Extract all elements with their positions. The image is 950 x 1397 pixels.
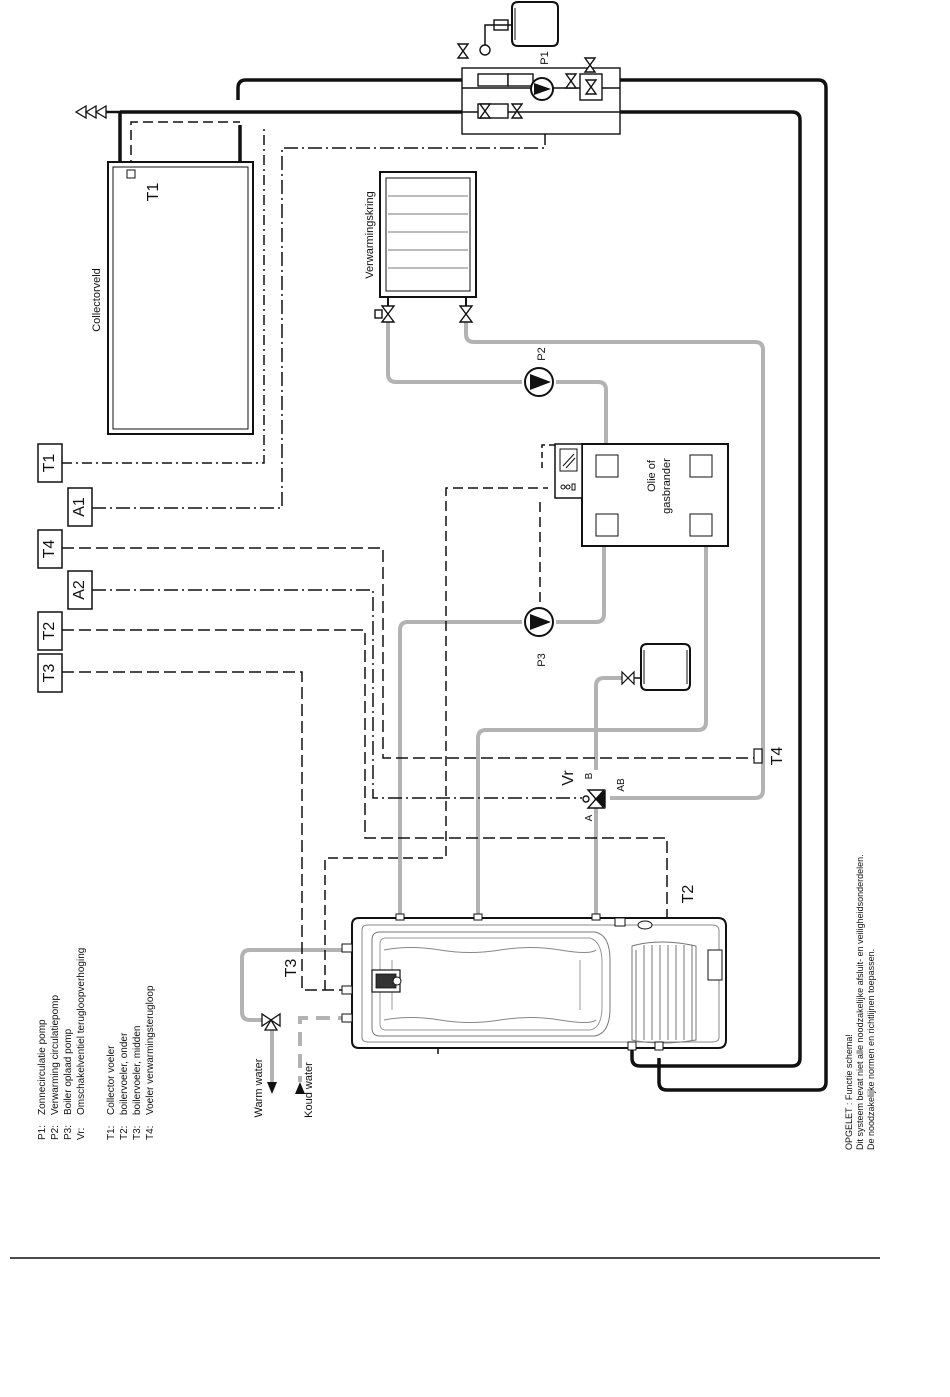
pump-p2	[524, 367, 554, 397]
cold-water-pipe	[298, 1016, 352, 1082]
legend-sensor-text: boilervoeler, midden	[132, 1026, 143, 1116]
legend-pump-key: P3:	[63, 1125, 74, 1140]
svg-text:A2: A2	[71, 580, 88, 600]
cold-water-arrow	[295, 1082, 305, 1094]
warm-water-arrow	[267, 1082, 277, 1094]
svg-text:T4: T4	[41, 540, 58, 559]
legend-sensor-key: T2:	[119, 1126, 130, 1140]
legend-pump-text: Boiler oplaad pomp	[63, 1028, 74, 1115]
svg-text:T1: T1	[41, 454, 58, 473]
diverter-valve-vr	[582, 789, 606, 809]
sensor-t3-label: T3	[283, 959, 300, 978]
burner	[554, 443, 729, 547]
terminal-t2: T2	[37, 611, 63, 651]
pump-p3-label: P3	[536, 653, 548, 666]
valve-port-a: A	[584, 814, 595, 821]
notice-line3: De noodzakelijke normen en richtlijnen t…	[866, 949, 876, 1150]
legend-pump-text: Omschakelventiel terugloopverhoging	[76, 948, 87, 1115]
expansion-vessel-solar	[484, 1, 559, 47]
pump-p2-label: P2	[536, 347, 548, 360]
heating-circuit-label: Verwarmingskring	[364, 191, 376, 278]
svg-text:A1: A1	[71, 497, 88, 517]
heating-pipes	[240, 322, 765, 1022]
boiler-tank	[341, 913, 727, 1054]
sensor-t1-label: T1	[145, 183, 162, 202]
pump-p1-label: P1	[539, 51, 551, 64]
radiator	[379, 171, 477, 306]
legend-pump-text: Zonnecirculatie pomp	[37, 1019, 48, 1115]
collector-sensor-t1	[126, 169, 136, 179]
terminal-a2: A2	[67, 570, 93, 610]
sensor-wiring	[62, 121, 754, 991]
terminal-t1: T1	[37, 443, 63, 483]
sensor-t2-label: T2	[680, 885, 697, 904]
sensor-t4	[753, 748, 763, 764]
svg-text:T2: T2	[41, 622, 58, 641]
legend: P1: Zonnecirculatie pomp P2: Verwarming …	[37, 948, 156, 1140]
terminal-a1: A1	[67, 487, 93, 527]
legend-sensor-text: Collector voeler	[106, 1045, 117, 1115]
legend-pump-text: Verwarming circulatiepomp	[50, 995, 61, 1115]
legend-pump-key: Vr:	[76, 1128, 87, 1140]
legend-sensor-key: T4:	[145, 1126, 156, 1140]
collector-field-label: Collectorveld	[91, 268, 103, 332]
sensor-t4-label: T4	[769, 747, 786, 766]
notice: OPGELET : Functie schema! Dit systeem be…	[844, 854, 876, 1150]
svg-text:T3: T3	[41, 664, 58, 683]
terminal-t4: T4	[37, 529, 63, 569]
legend-pump-key: P2:	[50, 1125, 61, 1140]
air-vent-valve	[74, 104, 120, 120]
valve-port-b: B	[584, 772, 595, 779]
expansion-vessel-heating	[621, 643, 691, 691]
collector-panel	[107, 161, 254, 435]
terminal-t3: T3	[37, 653, 63, 693]
valve-vr-label: Vr	[560, 770, 577, 786]
radiator-valve-left	[374, 305, 396, 323]
legend-sensor-text: Voeler verwarmingsterugloop	[145, 985, 156, 1115]
warm-water-label: Warm water	[253, 1058, 265, 1117]
cold-water-label: Koud water	[303, 1062, 315, 1118]
mixing-valve-hot-water	[261, 1012, 281, 1031]
notice-line1: OPGELET : Functie schema!	[844, 1034, 854, 1150]
radiator-valve-right	[458, 305, 474, 323]
legend-sensor-key: T3:	[132, 1126, 143, 1140]
pump-p1	[530, 77, 554, 101]
notice-line2: Dit systeem bevat niet alle noodzakelijk…	[855, 854, 865, 1150]
solar-loop-pipes	[118, 78, 828, 1092]
burner-label-line1: Olie of	[646, 459, 658, 492]
burner-label-line2: gasbrander	[661, 458, 673, 514]
valve-port-ab: AB	[616, 778, 627, 792]
pump-p3	[524, 607, 554, 637]
legend-pump-key: P1:	[37, 1125, 48, 1140]
legend-sensor-key: T1:	[106, 1126, 117, 1140]
legend-sensor-text: boilervoeler, onder	[119, 1032, 130, 1115]
